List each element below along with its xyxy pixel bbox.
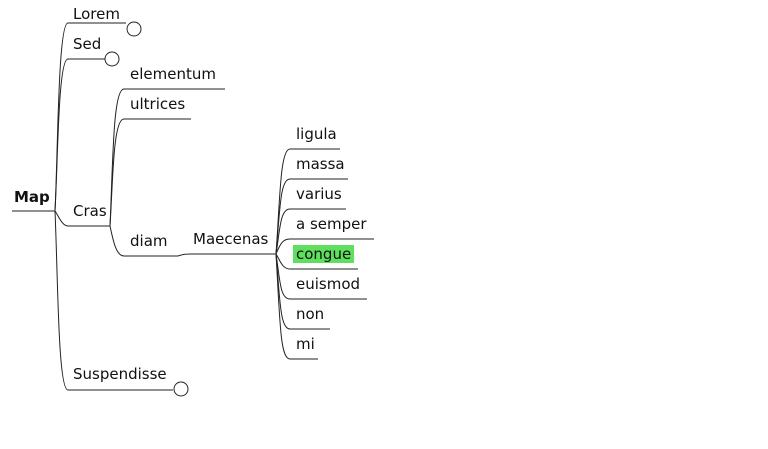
node-congue-selected[interactable]: congue [293, 245, 355, 263]
connector-mi [275, 253, 318, 360]
connector-sed [54, 58, 106, 212]
node-diam[interactable]: diam [130, 232, 168, 250]
connector-cras [54, 210, 110, 227]
node-a-semper[interactable]: a semper [296, 215, 367, 233]
collapse-toggle-sed [104, 51, 120, 67]
node-massa[interactable]: massa [296, 155, 345, 173]
node-sed[interactable]: Sed [73, 35, 102, 53]
node-mi[interactable]: mi [296, 335, 315, 353]
node-cras[interactable]: Cras [73, 202, 107, 220]
node-ultrices[interactable]: ultrices [130, 95, 186, 113]
connector-diam [109, 225, 178, 257]
connector-ultrices [109, 118, 191, 227]
connector-congue [275, 253, 358, 270]
connector-a-semper [275, 238, 374, 255]
connector-massa [275, 178, 348, 255]
node-suspendisse[interactable]: Suspendisse [73, 365, 167, 383]
node-varius[interactable]: varius [296, 185, 342, 203]
node-lorem[interactable]: Lorem [73, 5, 120, 23]
collapse-toggle-suspendisse [173, 381, 189, 397]
collapse-toggle-lorem [126, 21, 142, 37]
node-ligula[interactable]: ligula [296, 125, 337, 143]
connector-suspendisse [54, 210, 173, 391]
connector-varius [275, 208, 346, 255]
connector-maecenas [177, 253, 276, 257]
node-non[interactable]: non [296, 305, 325, 323]
node-euismod[interactable]: euismod [296, 275, 361, 293]
root-node[interactable]: Map [14, 188, 50, 206]
node-elementum[interactable]: elementum [130, 65, 216, 83]
node-maecenas[interactable]: Maecenas [193, 230, 269, 248]
